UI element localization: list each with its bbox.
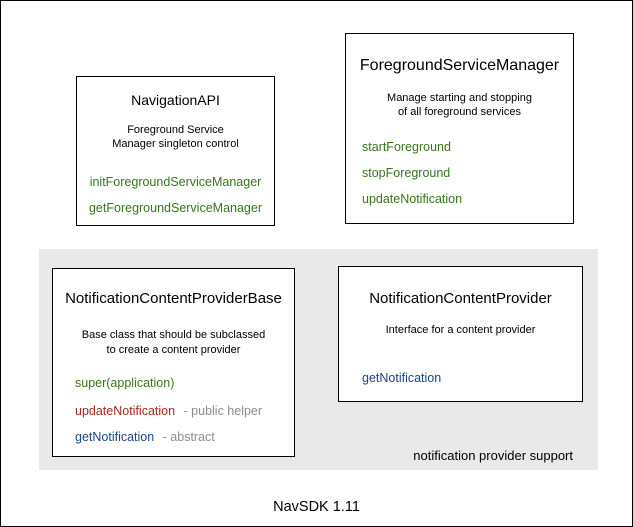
class-box-foreground-service-manager: ForegroundServiceManager Manage starting…: [345, 33, 574, 224]
method-stop-foreground: stopForeground: [362, 166, 451, 180]
sdk-version-label: NavSDK 1.11: [273, 499, 360, 515]
class-box-navigation-api: NavigationAPI Foreground Service Manager…: [76, 76, 275, 226]
method-get-foreground-service-manager: getForegroundServiceManager: [88, 201, 263, 215]
method-update-notification: updateNotification: [362, 192, 463, 206]
description-line: to create a content provider: [106, 344, 241, 356]
method-list: startForeground stopForeground updateNot…: [346, 141, 573, 206]
method-line: updateNotification - public helper: [75, 404, 294, 418]
method-super-application: super(application): [75, 376, 175, 390]
class-description: Manage starting and stopping of all fore…: [346, 91, 573, 119]
method-start-foreground: startForeground: [362, 140, 451, 154]
description-line: Manager singleton control: [112, 138, 239, 150]
class-title: ForegroundServiceManager: [359, 57, 560, 74]
class-description: Base class that should be subclassed to …: [53, 328, 294, 358]
group-label: notification provider support: [413, 448, 573, 463]
description-line: Base class that should be subclassed: [81, 329, 266, 341]
description-line: Foreground Service: [127, 124, 224, 136]
class-title: NavigationAPI: [131, 92, 220, 108]
description-line: of all foreground services: [398, 106, 521, 118]
method-list: getNotification: [339, 372, 582, 385]
method-note-abstract: - abstract: [162, 430, 215, 444]
method-get-notification: getNotification: [362, 371, 442, 385]
method-line: getNotification - abstract: [75, 430, 294, 444]
description-line: Interface for a content provider: [385, 324, 536, 336]
method-update-notification: updateNotification: [75, 404, 176, 418]
method-list: super(application) updateNotification - …: [53, 376, 294, 445]
class-description: Interface for a content provider: [339, 323, 582, 337]
method-init-foreground-service-manager: initForegroundServiceManager: [89, 175, 262, 189]
method-note-public-helper: - public helper: [183, 404, 263, 418]
class-box-notification-content-provider-base: NotificationContentProviderBase Base cla…: [52, 268, 295, 457]
class-title: NotificationContentProviderBase: [65, 290, 282, 307]
class-title: NotificationContentProvider: [369, 290, 552, 307]
description-line: Manage starting and stopping: [387, 92, 532, 104]
class-description: Foreground Service Manager singleton con…: [77, 123, 274, 151]
method-get-notification: getNotification: [75, 430, 155, 444]
class-box-notification-content-provider: NotificationContentProvider Interface fo…: [338, 266, 583, 402]
method-list: initForegroundServiceManager getForegrou…: [77, 176, 274, 215]
method-line: super(application): [75, 376, 294, 390]
